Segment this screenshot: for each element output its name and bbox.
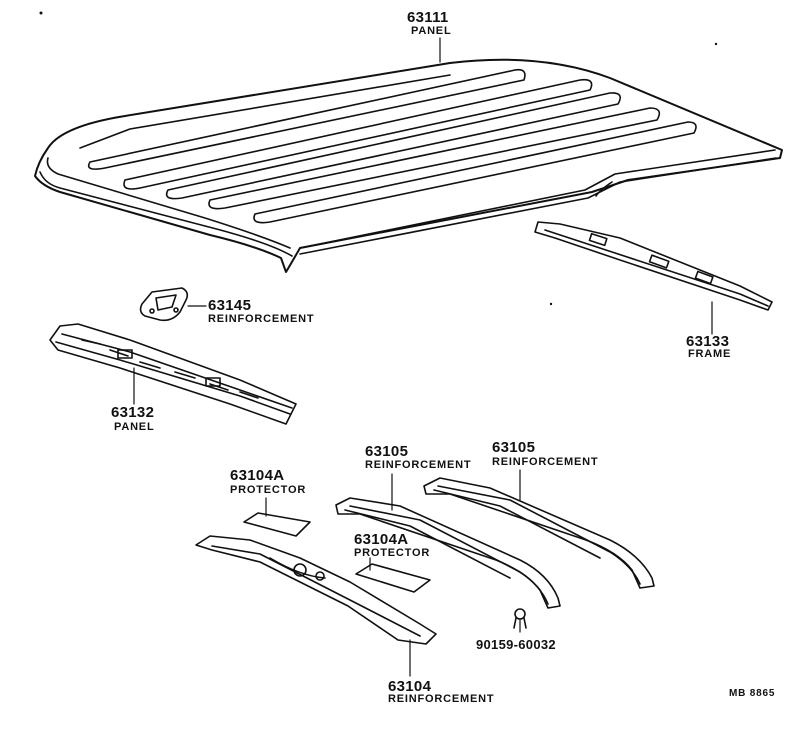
part-number-protector-lower: 63104A (354, 531, 409, 548)
part-number-clip: 90159-60032 (476, 637, 556, 652)
part-name-small-reinforcement: REINFORCEMENT (208, 313, 315, 325)
rear-frame-shape (534, 221, 773, 335)
part-name-roof-panel: PANEL (411, 25, 452, 37)
reinforcement-right-shape (423, 469, 655, 589)
part-name-protector-upper: PROTECTOR (230, 484, 307, 496)
part-number-reinforcement-left: 63105 (365, 443, 409, 460)
front-panel-shape (49, 323, 297, 425)
protector-lower-shape (355, 557, 431, 593)
part-name-front-panel: PANEL (114, 421, 155, 433)
part-name-rear-frame: FRAME (688, 348, 732, 360)
protector-upper-shape (243, 497, 311, 537)
part-number-front-panel: 63132 (111, 404, 155, 421)
small-reinforcement-shape (139, 287, 207, 322)
part-number-protector-upper: 63104A (230, 467, 285, 484)
part-name-reinforcement-left: REINFORCEMENT (365, 459, 472, 471)
speck-marks (39, 11, 718, 306)
part-number-front-reinforcement: 63104 (388, 678, 432, 695)
part-number-rear-frame: 63133 (686, 333, 730, 350)
part-number-roof-panel: 63111 (407, 9, 449, 26)
part-name-front-reinforcement: REINFORCEMENT (388, 693, 495, 705)
drawing-code: MB 8865 (729, 688, 776, 699)
reinforcement-left-shape (335, 473, 561, 609)
part-name-protector-lower: PROTECTOR (354, 547, 431, 559)
part-number-small-reinforcement: 63145 (208, 297, 252, 314)
front-reinforcement-shape (195, 535, 437, 677)
clip-shape (513, 608, 527, 633)
roof-panel-shape (34, 58, 783, 273)
part-number-reinforcement-right: 63105 (492, 439, 536, 456)
part-name-reinforcement-right: REINFORCEMENT (492, 456, 599, 468)
